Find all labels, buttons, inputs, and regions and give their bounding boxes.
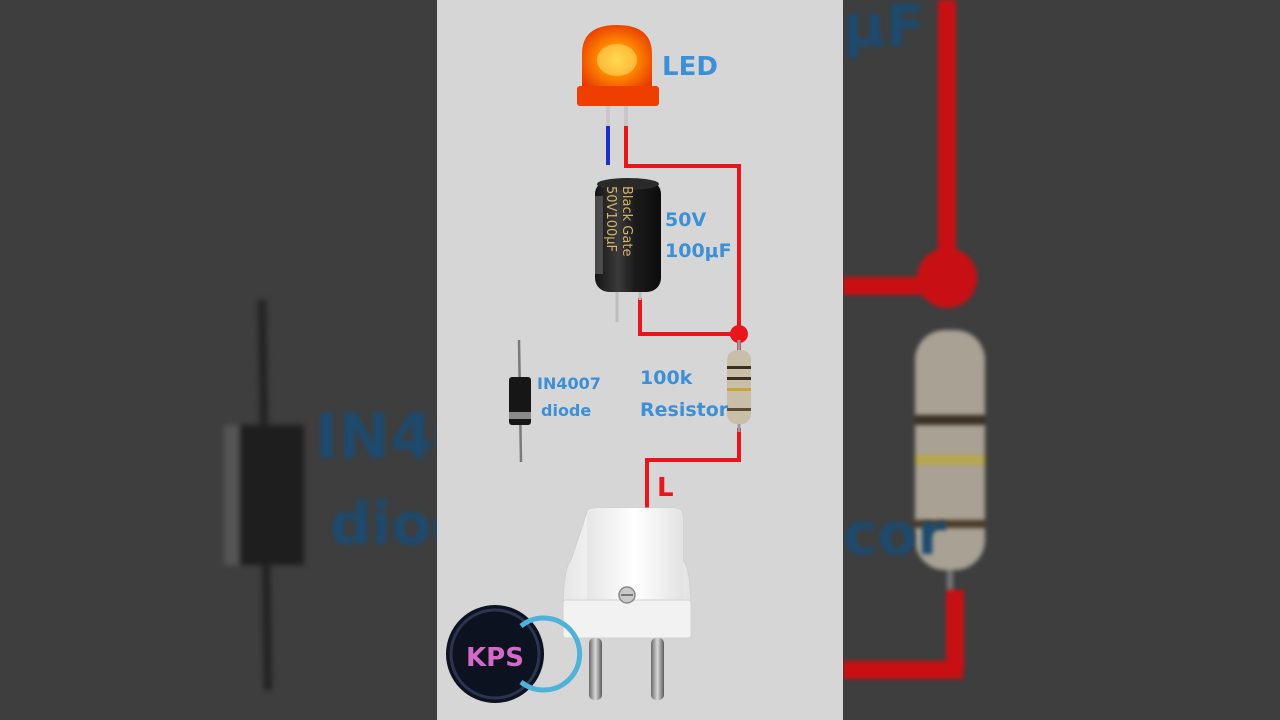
blurred-diode-name: IN40	[315, 400, 437, 473]
blurred-capacitance: μF	[843, 0, 926, 60]
plug-component	[562, 507, 692, 700]
led-component	[577, 25, 659, 165]
capacitor-marking-1: Black Gate	[619, 186, 634, 256]
circuit-diagram-panel: Black Gate 50V100μF	[437, 0, 843, 720]
resistor-value-label: 100k	[640, 367, 693, 389]
resistor-component	[727, 340, 751, 432]
blurred-resistor-image	[843, 0, 985, 679]
blurred-diode-word: diod	[330, 490, 437, 558]
resistor-word-label: Resistor	[640, 399, 729, 421]
blurred-resistor-word: cor	[843, 500, 946, 568]
led-label: LED	[662, 52, 718, 82]
diode-name-label: IN4007	[537, 374, 601, 393]
junction-dot	[730, 325, 748, 343]
diode-word-label: diode	[541, 401, 592, 420]
blurred-background-left: IN40 diod	[0, 0, 437, 720]
capacitor-voltage-label: 50V	[665, 209, 707, 231]
diode-component	[509, 339, 531, 463]
logo-text: KPS	[466, 643, 524, 673]
circuit-diagram: Black Gate 50V100μF	[446, 25, 751, 703]
capacitor-component: Black Gate 50V100μF	[595, 178, 661, 322]
line-terminal-label: L	[657, 473, 674, 503]
wire-led-to-junction	[624, 122, 741, 334]
channel-logo: KPS	[446, 605, 583, 703]
wire-resistor-to-plug	[645, 428, 741, 510]
capacitor-marking-2: 50V100μF	[603, 186, 618, 252]
wire-capacitor-to-junction	[638, 298, 739, 336]
capacitor-value-label: 100μF	[665, 240, 732, 262]
blurred-background-right: μF cor	[843, 0, 1280, 720]
blurred-diode-image	[224, 299, 304, 691]
